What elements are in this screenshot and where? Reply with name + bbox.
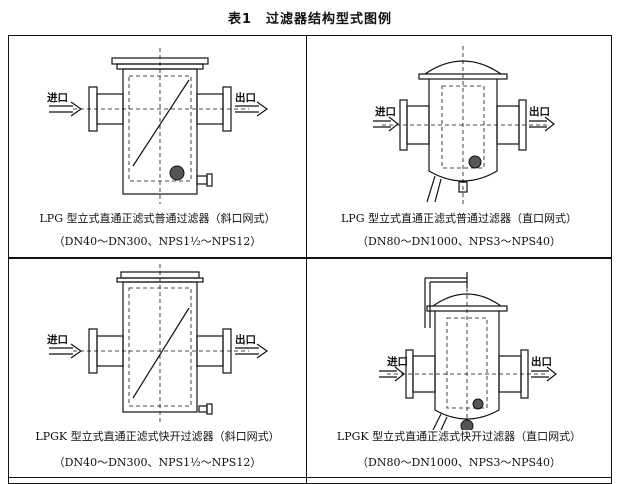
cell-caption-line1: LPGK 型立式直通正滤式快开过滤器（直口网式） [336, 430, 582, 443]
lpgk-slanted-filter-drawing [49, 264, 269, 423]
outlet-label: 出口 [531, 356, 552, 368]
cell-caption-line2: （DN40～DN300、NPS1½～NPS12） [53, 456, 262, 469]
outlet-arrow-icon [235, 101, 269, 117]
lpgk-straight-filter-drawing [379, 272, 557, 430]
outlet-label: 出口 [235, 334, 256, 346]
cell-caption-line2: （DN80～DN1000、NPS3～NPS40） [357, 456, 561, 469]
cell-lpg-slanted: 进口 出口 LPG 型立式直通正滤式普通过滤器（斜口网式） （DN40～DN30… [9, 36, 306, 257]
cell-lpgk-straight: 进口 出口 LPGK 型立式直通正滤式快开过滤器（直口网式） （DN80～DN1… [307, 258, 611, 477]
mesh-disk-icon [468, 155, 482, 169]
outlet-arrow-icon [235, 343, 269, 359]
table-bottom-divider [9, 477, 611, 479]
mesh-disk-icon [472, 398, 484, 410]
inlet-arrow-icon [379, 366, 405, 382]
cell-caption-line2: （DN40～DN300、NPS1½～NPS12） [53, 235, 262, 248]
inlet-label: 进口 [375, 106, 396, 118]
table-row-divider [9, 257, 611, 259]
table-column-divider [306, 36, 308, 483]
lpg-straight-filter-drawing [373, 46, 555, 206]
outlet-arrow-icon [531, 366, 557, 382]
cell-caption-line1: LPG 型立式直通正滤式普通过滤器（直口网式） [341, 212, 577, 225]
outlet-label: 出口 [235, 92, 256, 104]
lpg-slanted-filter-drawing [49, 48, 269, 204]
inlet-arrow-icon [373, 116, 399, 132]
cell-caption-line1: LPG 型立式直通正滤式普通过滤器（斜口网式） [39, 212, 276, 225]
cell-lpg-straight: 进口 出口 LPG 型立式直通正滤式普通过滤器（直口网式） （DN80～DN10… [307, 36, 611, 257]
cell-caption-line1: LPGK 型立式直通正滤式快开过滤器（斜口网式） [35, 430, 280, 443]
table-title: 表1 过滤器结构型式图例 [227, 12, 393, 27]
filter-structure-table: 进口 出口 LPG 型立式直通正滤式普通过滤器（斜口网式） （DN40～DN30… [8, 35, 612, 484]
mesh-disk-icon [169, 165, 185, 181]
drain-valve-icon [460, 419, 474, 430]
cell-lpgk-slanted: 进口 出口 LPGK 型立式直通正滤式快开过滤器（斜口网式） （DN40～DN3… [9, 258, 306, 477]
inlet-label: 进口 [47, 92, 68, 104]
inlet-arrow-icon [49, 343, 83, 359]
inlet-label: 进口 [47, 334, 68, 346]
outlet-label: 出口 [529, 106, 550, 118]
inlet-label: 进口 [387, 356, 408, 368]
outlet-arrow-icon [529, 116, 555, 132]
cell-caption-line2: （DN80～DN1000、NPS3～NPS40） [357, 235, 561, 248]
inlet-arrow-icon [49, 101, 83, 117]
